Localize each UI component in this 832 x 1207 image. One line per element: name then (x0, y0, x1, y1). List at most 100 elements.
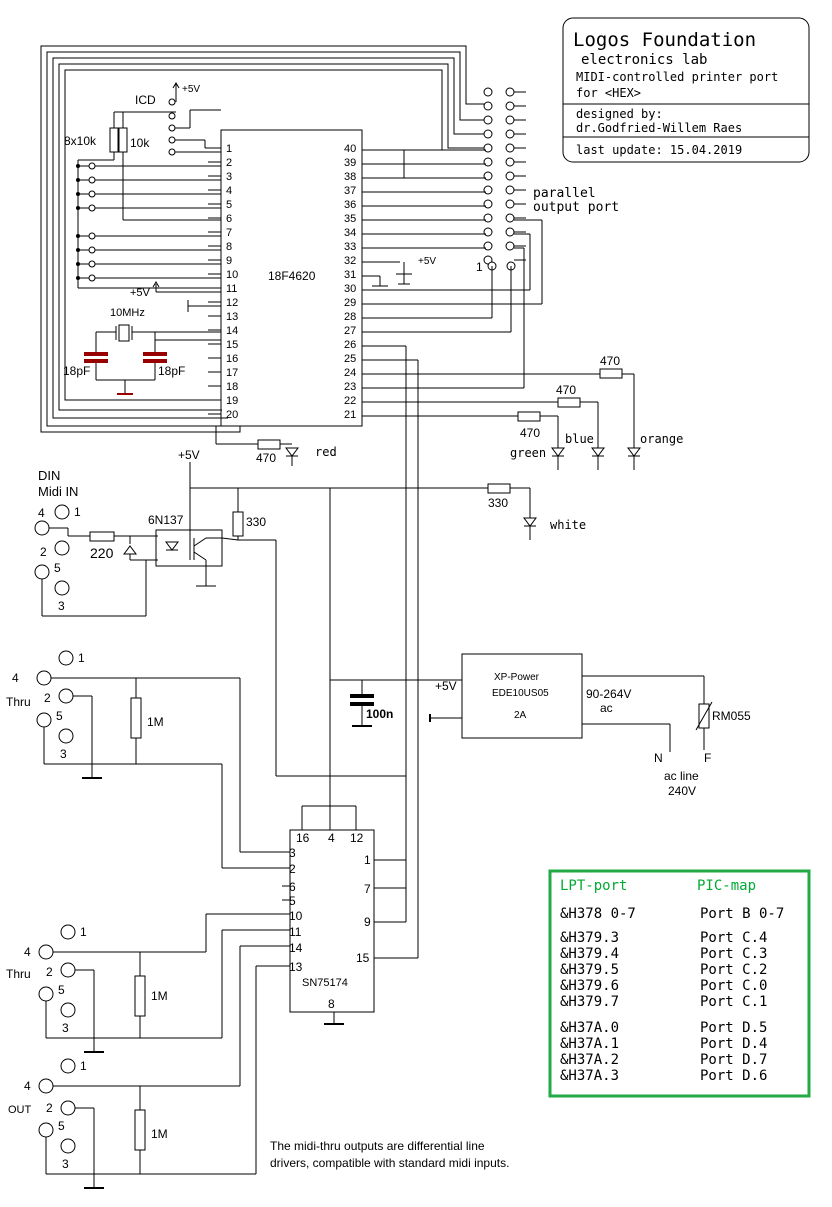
neutral-label: N (654, 751, 663, 765)
thru1-3: 3 (60, 747, 67, 761)
ac-range: 90-264V (586, 687, 631, 701)
table-cell-lpt: &H37A.2 (560, 1052, 619, 1068)
psu-line1: XP-Power (494, 672, 540, 683)
cap-18pf-1b (84, 359, 108, 363)
pic-chip: 18F4620 1234567891011121314151617181920 … (208, 129, 363, 427)
driver-name: SN75174 (302, 977, 348, 989)
psu-module (461, 653, 583, 739)
crystal-circuit: 10MHz 18pF 18pF (63, 307, 221, 395)
sn-pin16: 16 (296, 831, 310, 845)
parallel-port-pads (483, 87, 526, 271)
led-indicators: 470 orange 470 blue 470 green 470 red (215, 354, 683, 470)
r470-blue-label: 470 (556, 383, 576, 397)
sn-pin5: 5 (289, 894, 296, 908)
pic-pin-label: 10 (226, 269, 238, 281)
sn-pin3: 3 (289, 846, 296, 860)
port-pad (505, 87, 515, 97)
title-block: Logos Foundation electronics lab MIDI-co… (562, 17, 810, 163)
r10k-resistor (118, 127, 128, 153)
table-cell-lpt: &H378 0-7 (560, 906, 636, 922)
thru2-pin-3 (60, 1002, 76, 1018)
opto-6n137 (155, 529, 223, 567)
icd-pin (168, 98, 176, 106)
pic-pin-label: 30 (344, 283, 356, 295)
cap-18pf-1 (84, 352, 108, 356)
sn-pin13: 13 (289, 960, 303, 974)
thru2-pin-4 (38, 944, 54, 960)
r470-orange (599, 368, 623, 379)
thru2-1: 1 (80, 925, 87, 939)
table-cell-pic: Port C.3 (700, 946, 767, 962)
pic-pin-label: 37 (344, 185, 356, 197)
parallel-label-1: parallel (533, 186, 596, 201)
pic-pin-label: 22 (344, 395, 356, 407)
table-cell-lpt: &H379.6 (560, 978, 619, 994)
table-cell-pic: Port D.5 (700, 1020, 767, 1036)
pic-pin-label: 26 (344, 339, 356, 351)
pin32-5v-label: +5V (418, 256, 436, 267)
thru2-4: 4 (24, 945, 31, 959)
thru1-pin-1 (58, 650, 74, 666)
pin11-5v-label: +5V (130, 287, 151, 299)
parallel-label-2: output port (533, 200, 619, 215)
sn-pin8: 8 (328, 997, 335, 1011)
pic-pin-label: 21 (344, 409, 356, 421)
rail-5v-label: +5V (178, 448, 200, 462)
icd-pin (168, 112, 176, 120)
port-pad (505, 171, 515, 181)
pic-pin-label: 19 (226, 395, 238, 407)
din-in-5: 5 (54, 561, 61, 575)
table-cell-pic: Port C.0 (700, 978, 767, 994)
icd-label: ICD (135, 93, 156, 107)
out-pin-2 (60, 1100, 76, 1116)
port-pad (483, 115, 493, 125)
pic-pin-label: 14 (226, 325, 238, 337)
power-supply: 100n +5V XP-Power EDE10US05 2A 90-264V a… (350, 653, 751, 798)
table-cell-pic: Port B 0-7 (700, 906, 784, 922)
out-pin-3 (60, 1138, 76, 1154)
port-pad (483, 185, 493, 195)
pic-pin-label: 4 (226, 185, 232, 197)
title-org: Logos Foundation (573, 29, 756, 51)
title-project: MIDI-controlled printer port (576, 70, 778, 84)
crystal (118, 324, 130, 342)
pic-pin-label: 5 (226, 199, 232, 211)
r1m-thru1 (130, 697, 142, 739)
r330-white-label: 330 (488, 496, 508, 510)
resnet-label: 8x10k (64, 134, 97, 148)
pic-port-wires (362, 149, 600, 417)
din-in-pin-2 (54, 540, 70, 556)
r1m-thru2 (134, 975, 146, 1017)
thru1-2: 2 (44, 691, 51, 705)
cap-18pf-2 (143, 352, 167, 356)
sn-pin6: 6 (289, 880, 296, 894)
thru1-1: 1 (78, 651, 85, 665)
title-designer: dr.Godfried-Willem Raes (576, 121, 742, 135)
pullup-rows (78, 165, 221, 289)
thru2-pin-2 (60, 962, 76, 978)
out-1: 1 (80, 1059, 87, 1073)
pic-pin-label: 16 (226, 353, 238, 365)
out-3: 3 (62, 1157, 69, 1171)
pic-pin-label: 24 (344, 367, 356, 379)
pullup-pads (88, 162, 96, 282)
pic-pin-label: 28 (344, 311, 356, 323)
pic-pin-label: 3 (226, 171, 232, 183)
table-cell-pic: Port C.2 (700, 962, 767, 978)
pic-pin-label: 17 (226, 367, 238, 379)
r1m-out (134, 1109, 146, 1151)
sn-pin4: 4 (328, 831, 335, 845)
green-label: green (510, 446, 546, 460)
table-cell-lpt: &H37A.0 (560, 1020, 619, 1036)
thru2-pin-1 (60, 924, 76, 940)
r220-label: 220 (90, 545, 114, 561)
table-cell-lpt: &H379.3 (560, 930, 619, 946)
port-pad (483, 171, 493, 181)
port-pad (483, 227, 493, 237)
sn-pin7: 7 (364, 882, 371, 896)
r470-orange-label: 470 (600, 354, 620, 368)
port-pad (505, 129, 515, 139)
pic-pin-label: 7 (226, 227, 232, 239)
